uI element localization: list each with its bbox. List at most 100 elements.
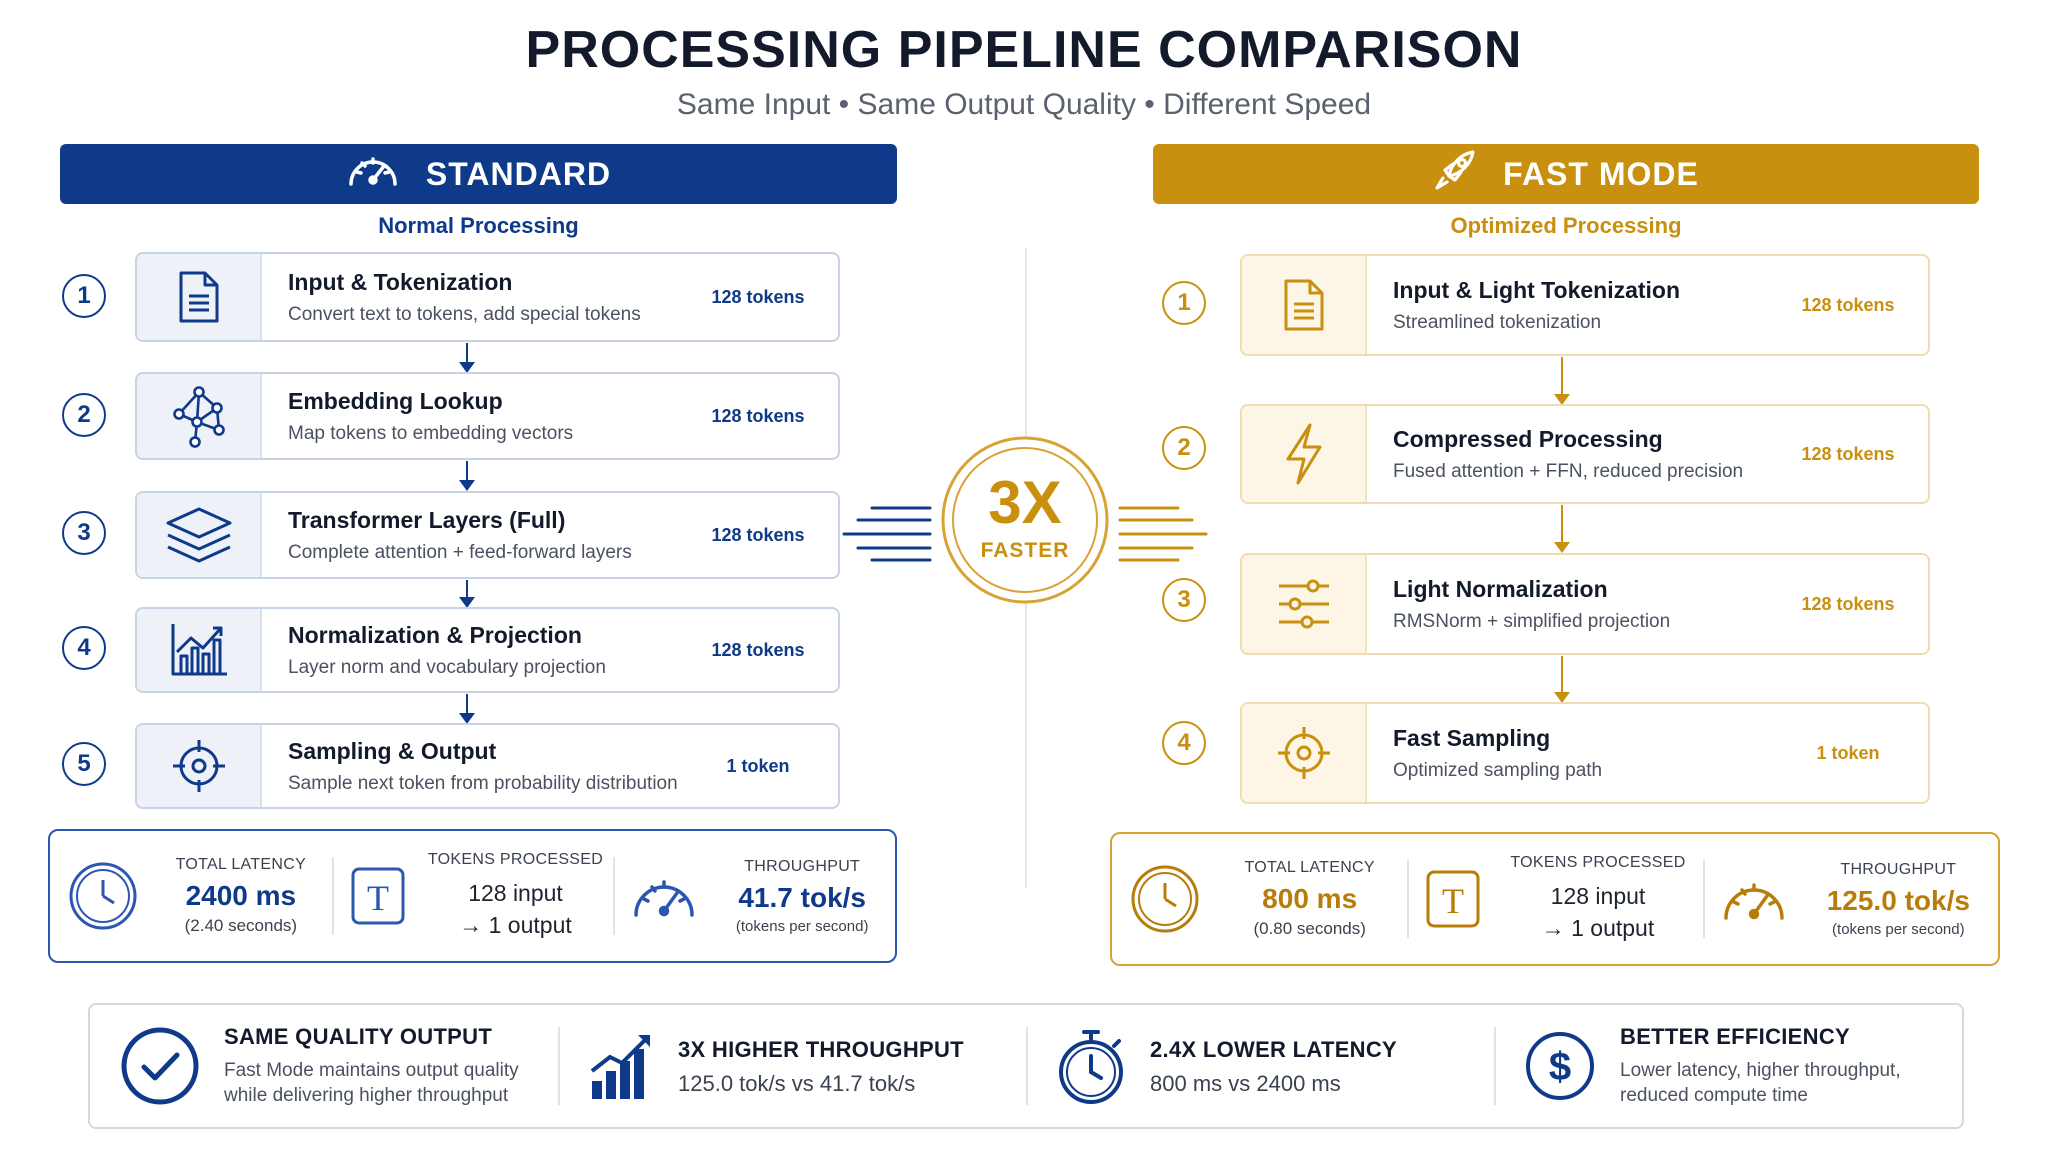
token-count: 128 tokens: [711, 639, 805, 660]
page-title: PROCESSING PIPELINE COMPARISON: [525, 21, 1523, 79]
step-number: 5: [62, 742, 106, 786]
tokens-label: TOKENS PROCESSED: [427, 851, 604, 868]
step-number: 3: [62, 511, 106, 555]
fast-mode-subtitle: Optimized Processing: [1450, 213, 1682, 238]
step-title: Input & Tokenization: [288, 268, 513, 295]
growth-chart-icon: [588, 1031, 654, 1101]
dollar-icon: $: [1524, 1030, 1596, 1102]
step-title: Sampling & Output: [288, 737, 497, 764]
lightning-icon: [1242, 406, 1367, 502]
standard-subtitle: Normal Processing: [378, 213, 579, 238]
token-count: 128 tokens: [1801, 294, 1895, 315]
step-title: Transformer Layers (Full): [288, 506, 566, 533]
throughput-stat: THROUGHPUT 41.7 tok/s (tokens per second…: [613, 831, 895, 961]
target-icon: [1242, 704, 1367, 802]
summary-footer: SAME QUALITY OUTPUT Fast Mode maintains …: [88, 1003, 1964, 1129]
fast-mode-banner: FAST MODE: [1153, 144, 1979, 204]
standard-banner: STANDARD: [60, 144, 897, 204]
step-number: 4: [1162, 721, 1206, 765]
summary-text: 800 ms vs 2400 ms: [1150, 1070, 1341, 1096]
speedometer-icon: [346, 150, 426, 198]
token-count: 1 token: [726, 755, 790, 776]
step-description: Convert text to tokens, add special toke…: [288, 303, 641, 325]
gauge-icon: [631, 871, 697, 921]
step-title: Input & Light Tokenization: [1393, 276, 1681, 303]
step-number: 3: [1162, 578, 1206, 622]
target-icon: [137, 725, 262, 807]
flow-arrow: [459, 461, 475, 491]
step-number: 2: [1162, 426, 1206, 470]
throughput-label: THROUGHPUT: [1840, 860, 1957, 878]
throughput-note: (tokens per second): [735, 917, 869, 935]
token-count: 1 token: [1816, 742, 1880, 763]
step-description: Map tokens to embedding vectors: [288, 422, 574, 444]
step-description: Complete attention + feed-forward layers: [288, 541, 632, 563]
summary-title: 3X HIGHER THROUGHPUT: [678, 1036, 964, 1062]
sliders-icon: [1242, 555, 1367, 653]
summary-title: 2.4X LOWER LATENCY: [1150, 1036, 1398, 1062]
throughput-stat: THROUGHPUT 125.0 tok/s (tokens per secon…: [1702, 834, 1998, 964]
fast-mode-banner-label: FAST MODE: [1503, 155, 1699, 192]
svg-text:$: $: [1549, 1045, 1571, 1089]
step-title: Compressed Processing: [1393, 425, 1663, 452]
latency-stat: TOTAL LATENCY 2400 ms (2.40 seconds): [50, 831, 332, 961]
latency-value: 800 ms: [1262, 883, 1358, 914]
document-icon: [137, 254, 262, 340]
flow-arrow: [1554, 505, 1570, 553]
flow-arrow: [1554, 656, 1570, 703]
tokens-stat: T TOKENS PROCESSED 128 input → 1 output: [1407, 834, 1702, 964]
standard-banner-label: STANDARD: [425, 155, 612, 192]
svg-text:T: T: [1442, 881, 1464, 921]
bar-chart-icon: [137, 609, 262, 691]
speedup-label: FASTER: [980, 539, 1070, 562]
token-count: 128 tokens: [1801, 593, 1895, 614]
text-icon: T: [1425, 869, 1481, 929]
clock-icon: [1130, 864, 1200, 934]
summary-item: 3X HIGHER THROUGHPUT 125.0 tok/s vs 41.7…: [558, 1005, 1026, 1127]
latency-stat: TOTAL LATENCY 800 ms (0.80 seconds): [1112, 834, 1407, 964]
clock-icon: [68, 861, 138, 931]
latency-note: (0.80 seconds): [1253, 919, 1366, 938]
step-number: 1: [1162, 281, 1206, 325]
speed-lines-right: [1118, 506, 1208, 562]
step-title: Fast Sampling: [1393, 724, 1551, 751]
network-icon: [137, 374, 262, 458]
page-subtitle: Same Input • Same Output Quality • Diffe…: [676, 88, 1372, 121]
latency-label: TOTAL LATENCY: [1244, 859, 1375, 876]
gauge-icon: [1721, 874, 1787, 924]
step-number: 4: [62, 626, 106, 670]
step-number: 2: [62, 393, 106, 437]
step-description: Streamlined tokenization: [1393, 311, 1602, 333]
throughput-note: (tokens per second): [1832, 920, 1965, 938]
summary-item: 2.4X LOWER LATENCY 800 ms vs 2400 ms: [1026, 1005, 1494, 1127]
checkmark-icon: [120, 1026, 200, 1106]
tokens-stat: T TOKENS PROCESSED 128 input → 1 output: [331, 831, 614, 961]
tokens-output: → 1 output: [1541, 915, 1655, 941]
flow-arrow: [459, 343, 475, 373]
tokens-input: 128 input: [468, 880, 563, 906]
token-count: 128 tokens: [711, 286, 805, 307]
summary-title: SAME QUALITY OUTPUT: [224, 1024, 493, 1049]
fast-stats-panel: TOTAL LATENCY 800 ms (0.80 seconds) T TO…: [1110, 832, 2000, 966]
throughput-value: 41.7 tok/s: [738, 881, 866, 913]
summary-text: Lower latency, higher throughput,reduced…: [1620, 1060, 1901, 1106]
flow-arrow: [1554, 357, 1570, 405]
tokens-label: TOKENS PROCESSED: [1510, 854, 1686, 871]
standard-stats-panel: TOTAL LATENCY 2400 ms (2.40 seconds) T T…: [48, 829, 897, 963]
summary-title: BETTER EFFICIENCY: [1620, 1024, 1850, 1049]
step-description: Sample next token from probability distr…: [288, 772, 678, 794]
layers-icon: [137, 493, 262, 577]
latency-value: 2400 ms: [185, 880, 297, 911]
step-description: Optimized sampling path: [1393, 759, 1603, 781]
speed-lines-left: [842, 506, 932, 562]
step-number: 1: [62, 274, 106, 318]
step-description: Fused attention + FFN, reduced precision: [1393, 460, 1744, 482]
throughput-label: THROUGHPUT: [744, 857, 861, 875]
